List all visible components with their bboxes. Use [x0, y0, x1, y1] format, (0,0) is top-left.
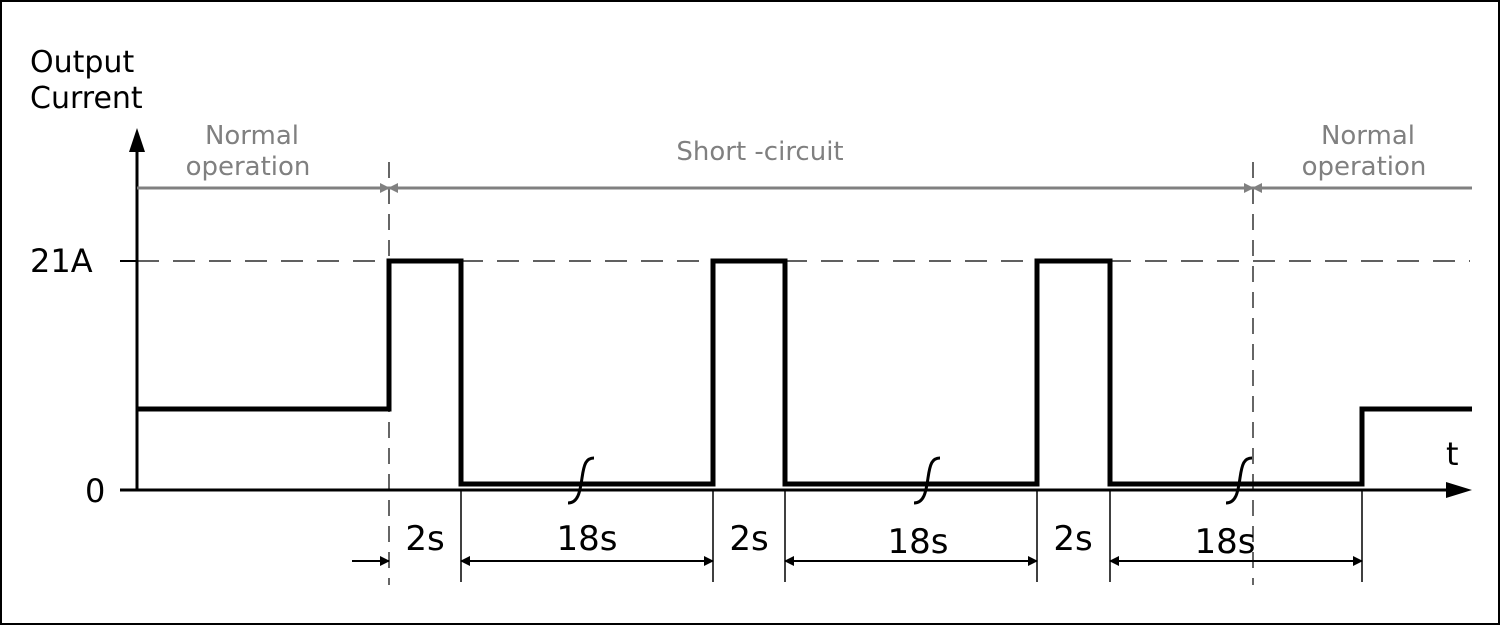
duration-label-on-2: 2s	[729, 519, 768, 559]
break-symbol-2	[913, 456, 941, 505]
output-current-waveform	[137, 258, 1472, 487]
phase-label-short-circuit: Short -circuit	[676, 137, 843, 167]
duration-label-on-1: 2s	[405, 519, 444, 559]
x-axis-label: t	[1446, 435, 1459, 473]
break-symbol-3	[1225, 456, 1253, 505]
phase-label-normal-1-line2: operation	[186, 152, 311, 182]
break-symbol-1	[567, 456, 595, 505]
y-axis-title-line1: Output	[30, 45, 134, 80]
y-axis-title-line2: Current	[30, 81, 143, 116]
y-axis-arrowhead	[129, 128, 145, 152]
duration-label-off-2: 18s	[888, 522, 949, 562]
duration-label-off-1: 18s	[557, 519, 618, 559]
phase-label-normal-1-line1: Normal	[205, 121, 299, 151]
duration-label-off-3: 18s	[1195, 522, 1256, 562]
duration-label-on-3: 2s	[1053, 519, 1092, 559]
y-tick-zero: 0	[85, 472, 105, 510]
y-tick-21a: 21A	[30, 242, 93, 280]
phase-label-normal-2-line1: Normal	[1321, 121, 1415, 151]
x-axis-arrowhead	[1446, 482, 1472, 498]
duration-extension-lines	[460, 490, 1363, 582]
phase-label-normal-2-line2: operation	[1302, 152, 1427, 182]
